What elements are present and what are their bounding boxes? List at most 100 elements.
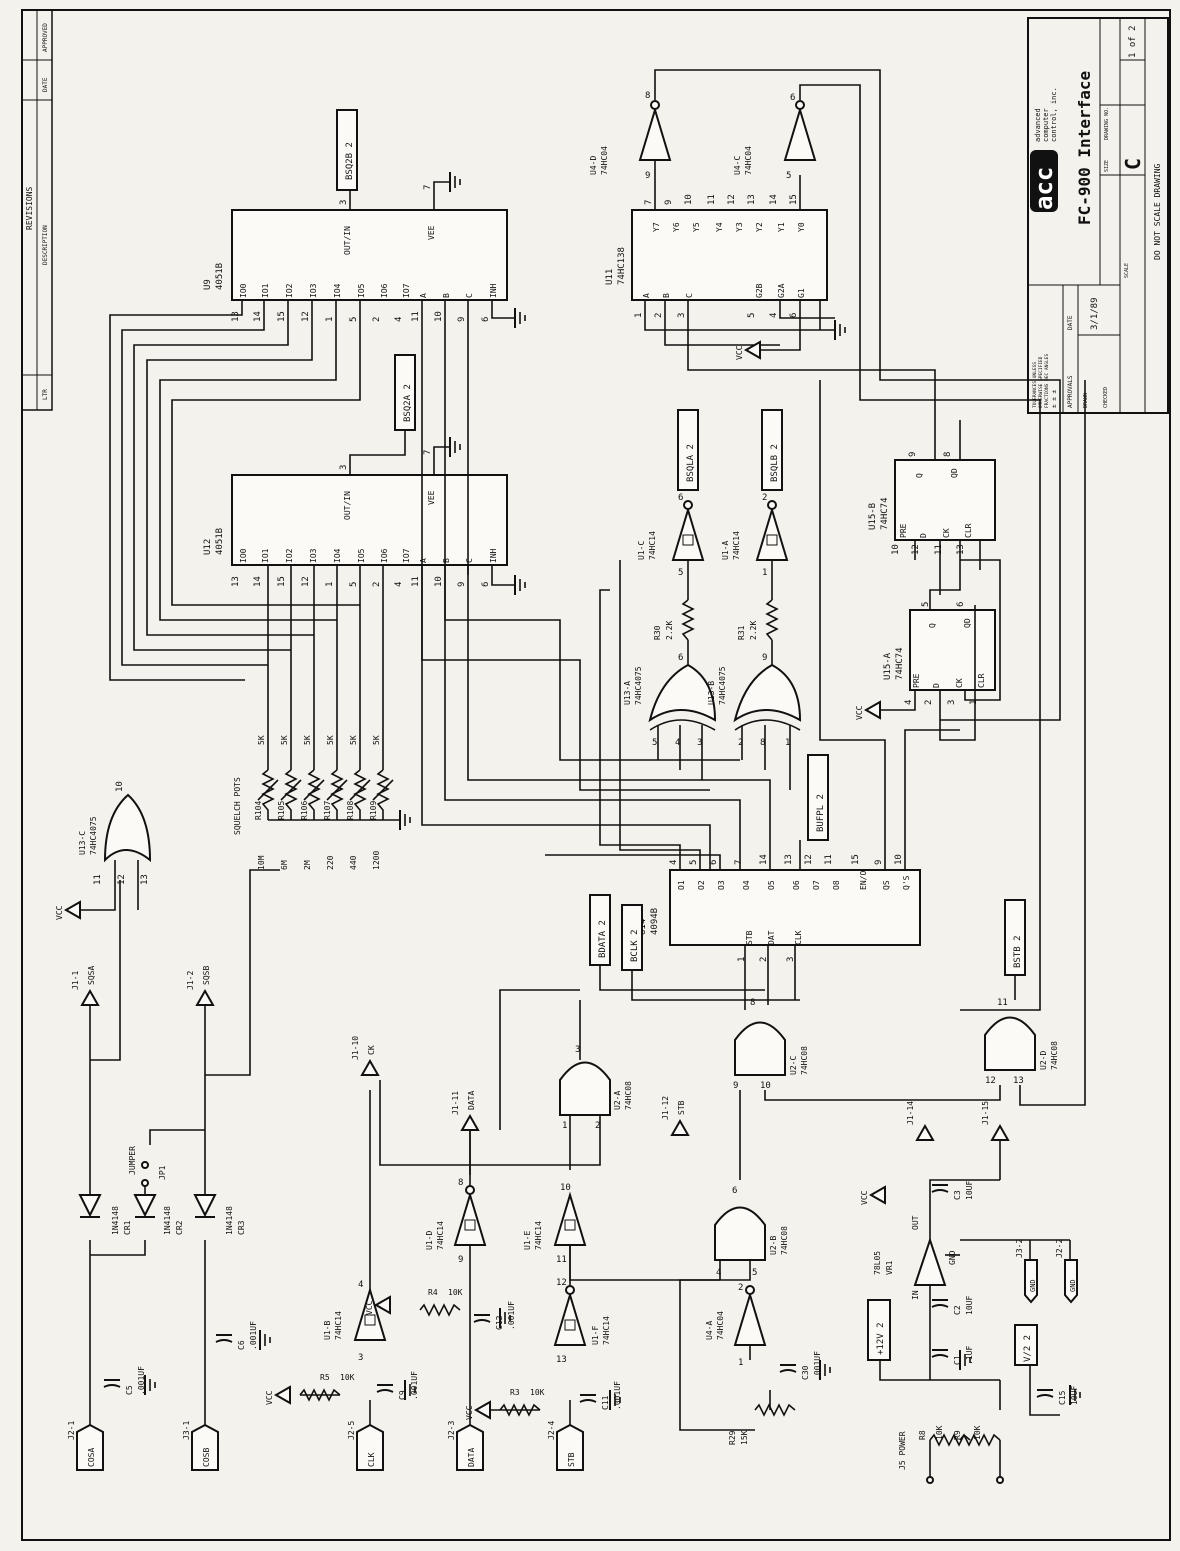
u1e-pin-11: 11 — [556, 1255, 567, 1265]
u11-in-5: G1 — [797, 288, 806, 298]
u14-outnum-3: 7 — [734, 860, 744, 865]
cap-val-5: .001UF — [813, 1351, 822, 1380]
revisions-block: REVISIONS LTR DESCRIPTION DATE APPROVED — [21, 9, 53, 411]
pot-r104 — [261, 769, 275, 820]
pot-freq-1: 6M — [280, 860, 289, 870]
u13c-pin-11: 11 — [93, 874, 103, 885]
in-conn-label-0: COSA — [87, 1448, 96, 1467]
scale-label: SCALE — [1124, 263, 1130, 278]
u9-ref: U9 — [203, 279, 213, 290]
gate-u1b: U1-B 74HC14 3 4 — [323, 1280, 387, 1363]
u15a-num-0: 4 — [904, 700, 914, 705]
u2c-pin-9: 9 — [733, 1081, 738, 1091]
in-conn-stb — [556, 1423, 584, 1471]
u13c-part: 74HC4075 — [89, 816, 98, 855]
pot-freq-4: 440 — [349, 855, 358, 870]
u11-out-7: Y0 — [797, 222, 806, 232]
u9-pin-num-7: 4 — [394, 317, 404, 322]
u2b-pin-4: 4 — [716, 1268, 721, 1278]
r30-ref: R30 — [653, 625, 662, 640]
u12-pin-num-2: 15 — [277, 576, 287, 587]
u12-pin-num-3: 12 — [301, 576, 311, 587]
u9-pin-num-2: 15 — [277, 311, 287, 322]
u9-pin-num-3: 12 — [301, 311, 311, 322]
r4-ref: R4 — [428, 1288, 438, 1297]
j2-2-sig: GND — [1069, 1279, 1077, 1292]
gnd-ports: GND J3-2 GND J2-2 — [1015, 1239, 1078, 1304]
rev-col-ltr: LTR — [42, 389, 49, 400]
u1e-ref: U1-E — [523, 1231, 532, 1250]
u12-pin-7: 7 — [423, 450, 433, 455]
r8-ref: R8 — [918, 1430, 927, 1440]
vr1-gnd: GND — [948, 1250, 957, 1265]
u4d-ref: U4-D — [589, 156, 598, 175]
u12-pin-label-0: IO0 — [239, 548, 248, 563]
in-conn-label-1: COSB — [202, 1448, 211, 1467]
u14-out-4: O5 — [767, 880, 776, 890]
u2d-pin-12: 12 — [985, 1076, 996, 1086]
u9-pin-num-9: 10 — [434, 311, 444, 322]
u11-innum-1: 2 — [654, 313, 664, 318]
vcc-arrow-4 — [743, 340, 761, 360]
u2b-pin-6: 6 — [732, 1186, 737, 1196]
resistors: R30 2.2K R31 2.2K R5 10K R4 10K R3 10K R… — [299, 599, 1001, 1447]
u11-innum-3: 5 — [747, 313, 757, 318]
u9-pin-num-8: 11 — [411, 311, 421, 322]
in-conn-pin-4: J2-4 — [547, 1421, 556, 1440]
u12-pin-num-1: 14 — [253, 576, 263, 587]
u15a-q: Q — [928, 623, 937, 628]
u14-outnum-1: 5 — [689, 860, 699, 865]
u12-pin-label-11: INH — [489, 548, 498, 563]
r5-val: 10K — [340, 1373, 355, 1382]
u14-in-0: STB — [745, 930, 754, 945]
u9-out-label: OUT/IN — [343, 226, 352, 255]
u2b-part: 74HC08 — [780, 1226, 789, 1255]
ground-symbols — [144, 172, 1081, 1410]
u14-out-9: QS — [882, 880, 891, 890]
u11-outnum-4: 12 — [727, 194, 737, 205]
u2d-pin-13: 13 — [1013, 1076, 1024, 1086]
u4c-pin-out: 6 — [790, 93, 795, 103]
cap-val-7: 10UF — [965, 1296, 974, 1315]
j5-power-label: J5 POWER — [898, 1431, 907, 1470]
u12-pin-label-10: C — [465, 558, 474, 563]
drawn-label: DRAWN — [1083, 393, 1089, 408]
pot-r106 — [307, 769, 321, 820]
u15b-num-2: 11 — [934, 544, 944, 555]
out-port-pin-5: J1-14 — [906, 1101, 915, 1125]
u14-out-0: O1 — [677, 880, 686, 890]
vr1-part: 78L05 — [873, 1251, 882, 1275]
diodes: 1N4148 CR1 1N4148 CR2 1N4148 CR3 — [78, 1194, 246, 1235]
u9-pin-num-10: 9 — [457, 317, 467, 322]
u15b-part: 74HC74 — [880, 497, 890, 530]
out-port-pin-1: J1-2 — [186, 971, 195, 990]
drawing-title: FC-900 Interface — [1075, 71, 1094, 225]
out-port-j1-2 — [195, 988, 215, 1006]
u12-pin-label-2: IO2 — [285, 548, 294, 563]
u4c-ref: U4-C — [733, 156, 742, 175]
u9-pin-num-0: 13 — [231, 311, 241, 322]
u13c-pin-12: 12 — [117, 874, 127, 885]
u14-outnum-0: 4 — [669, 860, 679, 865]
cap-ref-8: C3 — [953, 1190, 962, 1200]
u4c-pin-in: 5 — [786, 171, 791, 181]
u1f-pin-12: 12 — [556, 1278, 567, 1288]
gate-u1f: U1-F 74HC14 13 12 — [553, 1278, 611, 1365]
cap-val-6: .1UF — [965, 1346, 974, 1365]
out-port-pin-4: J1-12 — [661, 1096, 670, 1120]
chip-u11: U11 74HC138 Y77Y69Y510Y411Y312Y213Y114Y0… — [605, 194, 828, 318]
cr1-ref: CR1 — [123, 1220, 132, 1235]
j3-2-pin: J3-2 — [1015, 1239, 1024, 1258]
size-label: SIZE — [1104, 160, 1110, 172]
gate-u2c: U2-C 74HC08 9 10 8 — [733, 998, 809, 1091]
r3-ref: R3 — [510, 1388, 520, 1397]
u11-out-4: Y3 — [735, 222, 744, 232]
r8-val: 10K — [935, 1425, 944, 1440]
u13c-pin-10: 10 — [115, 781, 125, 792]
u15b-qnum: 9 — [908, 452, 918, 457]
u1d-part: 74HC14 — [436, 1221, 445, 1250]
approvals-label: APPROVALS — [1067, 375, 1074, 408]
j2-2-pin: J2-2 — [1055, 1239, 1064, 1258]
